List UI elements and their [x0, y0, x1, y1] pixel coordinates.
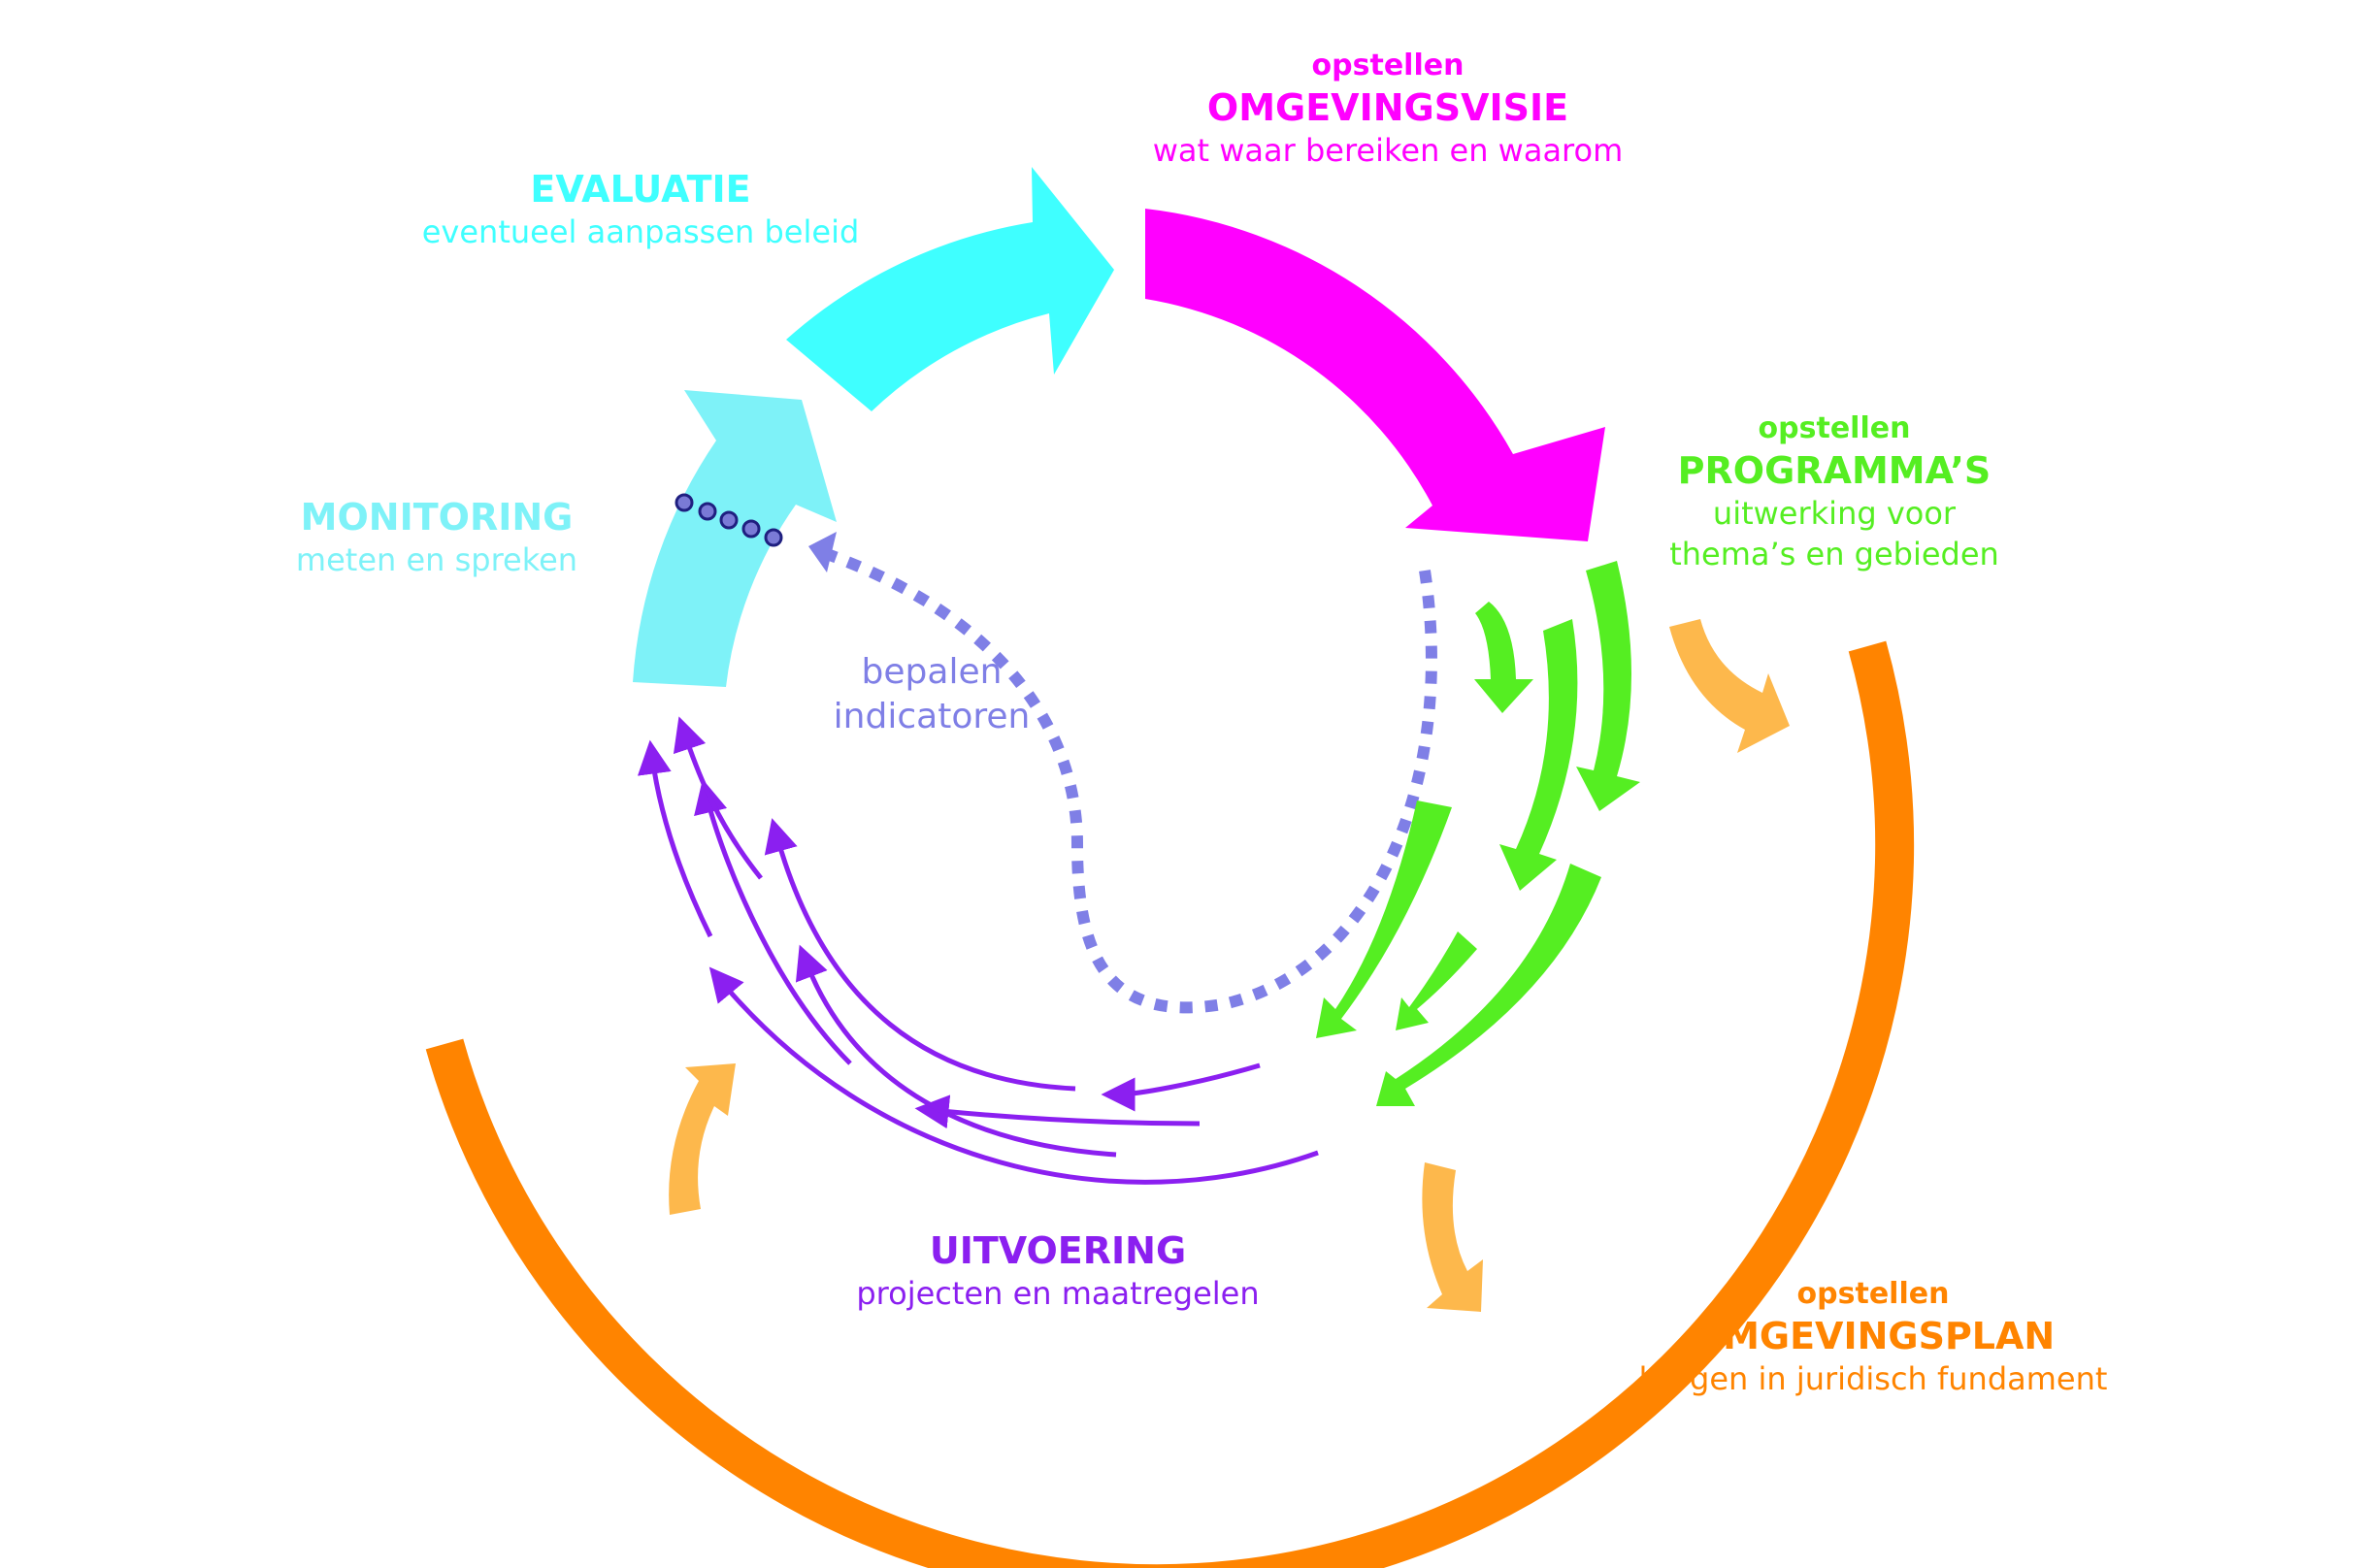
omgevingsplan-arc: [425, 640, 1915, 1568]
programmas-prefix: opstellen: [1758, 411, 1911, 445]
omgevingsplan-title: OMGEVINGSPLAN: [1691, 1315, 2056, 1357]
programmas-subtitle-line2: thema’s en gebieden: [1669, 536, 1999, 572]
programmas-arrows: [1316, 561, 1640, 1106]
uitvoering-arrows: [637, 716, 1319, 1185]
monitoring-subtitle: meten en spreken: [295, 541, 578, 578]
evaluatie-label: EVALUATIE eventueel aanpassen beleid: [398, 167, 883, 252]
omgevingsvisie-prefix: opstellen: [1311, 49, 1465, 82]
indicatoren-label: bepalen indicatoren: [806, 650, 1058, 739]
monitoring-label: MONITORING meten en spreken: [272, 495, 602, 580]
indicatoren-line2: indicatoren: [833, 697, 1031, 736]
omgevingsvisie-subtitle: wat waar bereiken en waarom: [1152, 132, 1624, 169]
evaluatie-title: EVALUATIE: [530, 168, 751, 211]
uitvoering-subtitle: projecten en maatregelen: [856, 1275, 1260, 1312]
omgevingsvisie-arrow: [1145, 209, 1605, 541]
indicatoren-line1: bepalen: [861, 652, 1003, 692]
omgevingsplan-subtitle: borgen in juridisch fundament: [1638, 1360, 2108, 1397]
omgevingsplan-label: opstellen OMGEVINGSPLAN borgen in juridi…: [1592, 1275, 2155, 1399]
omgevingsvisie-title: OMGEVINGSVISIE: [1206, 86, 1569, 129]
plan-feedback-arrows: [669, 619, 1790, 1312]
indicatoren-dashed-arrow: [808, 532, 1437, 1014]
uitvoering-label: UITVOERING projecten en maatregelen: [796, 1228, 1320, 1314]
monitoring-dots: [675, 493, 783, 547]
omgevingsplan-prefix: opstellen: [1796, 1277, 1950, 1311]
omgevingsvisie-label: opstellen OMGEVINGSVISIE wat waar bereik…: [1116, 47, 1660, 171]
programmas-title: PROGRAMMA’S: [1677, 449, 1991, 492]
evaluatie-arrow: [786, 167, 1114, 411]
monitoring-title: MONITORING: [300, 496, 574, 539]
evaluatie-subtitle: eventueel aanpassen beleid: [421, 213, 860, 250]
programmas-label: opstellen PROGRAMMA’S uitwerking voor th…: [1630, 409, 2038, 574]
programmas-subtitle-line1: uitwerking voor: [1712, 495, 1957, 532]
uitvoering-title: UITVOERING: [929, 1229, 1187, 1272]
monitoring-arrow: [633, 390, 837, 687]
